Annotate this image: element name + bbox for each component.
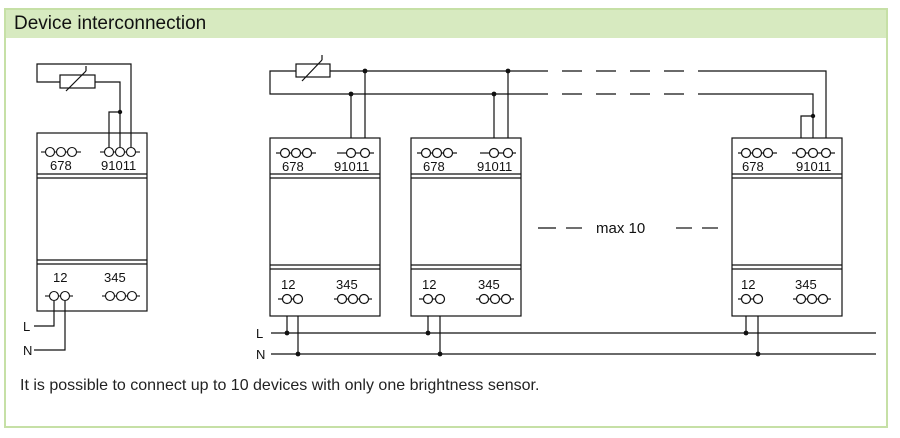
terminal-labels-12: 12 (741, 277, 755, 292)
terminal-labels-345: 345 (478, 277, 500, 292)
terminal-labels-345: 345 (795, 277, 817, 292)
terminal-labels-678: 678 (423, 159, 445, 174)
bus-device-1: 678 91011 12 345 (269, 137, 381, 317)
l-label-bus: L (256, 326, 263, 341)
terminal-labels-678: 678 (742, 159, 764, 174)
l-label-left: L (23, 319, 30, 334)
terminal-labels-345: 345 (104, 270, 126, 285)
terminal-labels-678: 678 (50, 158, 72, 173)
terminal-labels-91011: 91011 (101, 158, 136, 173)
n-label-bus: N (256, 347, 265, 362)
brightness-sensor-icon (59, 74, 96, 89)
terminal-labels-12: 12 (281, 277, 295, 292)
max-devices-label: max 10 (596, 220, 645, 237)
bus-device-last: 678 91011 12 345 (731, 137, 843, 317)
terminal-labels-678: 678 (282, 159, 304, 174)
terminal-labels-91011: 91011 (477, 159, 512, 174)
bus-wiring (269, 55, 876, 357)
n-label-left: N (23, 343, 32, 358)
terminal-labels-12: 12 (53, 270, 67, 285)
terminal-labels-345: 345 (336, 277, 358, 292)
panel-header: Device interconnection (6, 10, 886, 38)
terminal-labels-12: 12 (422, 277, 436, 292)
footnote: It is possible to connect up to 10 devic… (20, 377, 540, 394)
bus-device-2: 678 91011 12 345 (410, 137, 522, 317)
standalone-device: 678 91011 12 345 (34, 63, 148, 351)
terminal-labels-91011: 91011 (796, 159, 831, 174)
panel-title: Device interconnection (14, 13, 207, 34)
terminal-labels-91011: 91011 (334, 159, 369, 174)
shared-brightness-sensor-icon (295, 63, 331, 78)
